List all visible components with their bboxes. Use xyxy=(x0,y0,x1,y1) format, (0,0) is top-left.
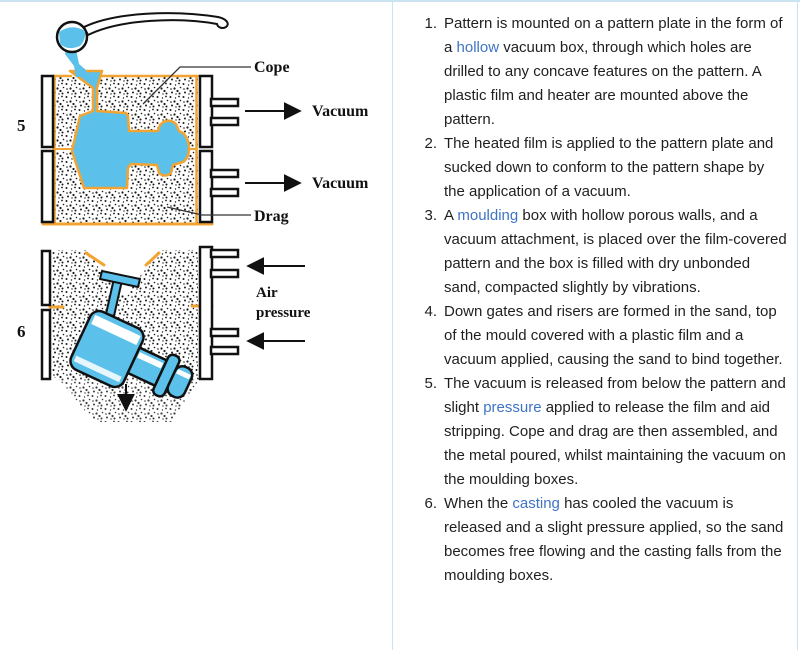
cope-label: Cope xyxy=(254,59,290,76)
mould-cavity-metal xyxy=(68,69,191,190)
step-text: Down gates and risers are formed in the … xyxy=(444,300,795,372)
air-pressure-label-line1: Air xyxy=(256,285,278,301)
step-text-segment: The vacuum is released from below the pa… xyxy=(444,375,786,416)
step-text-segment: has cooled the vacuum is released and a … xyxy=(444,495,784,584)
figure-5: Cope Vacuum Vacuum Drag 5 xyxy=(17,12,369,226)
step-text-segment: applied to release the film and aid stri… xyxy=(444,399,786,488)
step-item: 3. A moulding box with hollow porous wall… xyxy=(417,204,795,300)
step-text: The vacuum is released from below the pa… xyxy=(444,372,795,492)
step-text: When the casting has cooled the vacuum i… xyxy=(444,492,795,588)
term-link[interactable]: pressure xyxy=(483,399,542,416)
step-number: 2. xyxy=(424,135,437,152)
step-text: Pattern is mounted on a pattern plate in… xyxy=(444,12,795,132)
vacuum-moulding-diagram: Cope Vacuum Vacuum Drag 5 xyxy=(0,4,392,650)
steps-list: 1. Pattern is mounted on a pattern plate … xyxy=(417,12,795,588)
step-text-segment: Pattern is mounted on a pattern plate in… xyxy=(444,15,783,56)
step-item: 5. The vacuum is released from below the … xyxy=(417,372,795,492)
step-text-segment: When the xyxy=(444,495,513,512)
vacuum-label-bottom: Vacuum xyxy=(312,175,369,192)
figure-6-number: 6 xyxy=(17,322,26,341)
box-left-wall xyxy=(40,249,52,381)
ladle-icon xyxy=(55,12,229,77)
step-number: 4. xyxy=(424,303,437,320)
drag-label: Drag xyxy=(254,208,289,225)
step-number: 5. xyxy=(424,375,437,392)
step-item: 4. Down gates and risers are formed in th… xyxy=(417,300,795,372)
diagram-svg: Cope Vacuum Vacuum Drag 5 xyxy=(17,12,369,422)
cope-pointer-line xyxy=(142,66,251,105)
figure-6: Air pressure 6 xyxy=(17,245,311,422)
mould-box-left-walls xyxy=(40,74,55,224)
process-steps-panel: 1. Pattern is mounted on a pattern plate … xyxy=(392,2,798,650)
step-text: The heated film is applied to the patter… xyxy=(444,132,795,204)
step-item: 6. When the casting has cooled the vacuum… xyxy=(417,492,795,588)
drag-pointer-line xyxy=(166,206,251,216)
step-number: 3. xyxy=(424,207,437,224)
box-right-wall xyxy=(198,245,240,381)
step-text-segment: The heated film is applied to the patter… xyxy=(444,135,774,200)
figure-5-number: 5 xyxy=(17,116,26,135)
step-text-segment: A xyxy=(444,207,458,224)
step-item: 2. The heated film is applied to the patt… xyxy=(417,132,795,204)
step-text-segment: box with hollow porous walls, and a vacu… xyxy=(444,207,787,296)
plastic-film-lines xyxy=(41,74,214,226)
term-link[interactable]: casting xyxy=(512,495,560,512)
step-text-segment: Down gates and risers are formed in the … xyxy=(444,303,783,368)
step-text: A moulding box with hollow porous walls,… xyxy=(444,204,795,300)
step-number: 1. xyxy=(424,15,437,32)
step-item: 1. Pattern is mounted on a pattern plate … xyxy=(417,12,795,132)
step-text-segment: vacuum box, through which holes are dril… xyxy=(444,39,761,128)
step-number: 6. xyxy=(424,495,437,512)
term-link[interactable]: hollow xyxy=(456,39,500,56)
term-link[interactable]: moulding xyxy=(457,207,519,224)
air-pressure-label-line2: pressure xyxy=(256,305,311,321)
released-casting xyxy=(69,270,194,399)
mould-box-right-walls xyxy=(198,74,240,224)
vacuum-label-top: Vacuum xyxy=(312,103,369,120)
